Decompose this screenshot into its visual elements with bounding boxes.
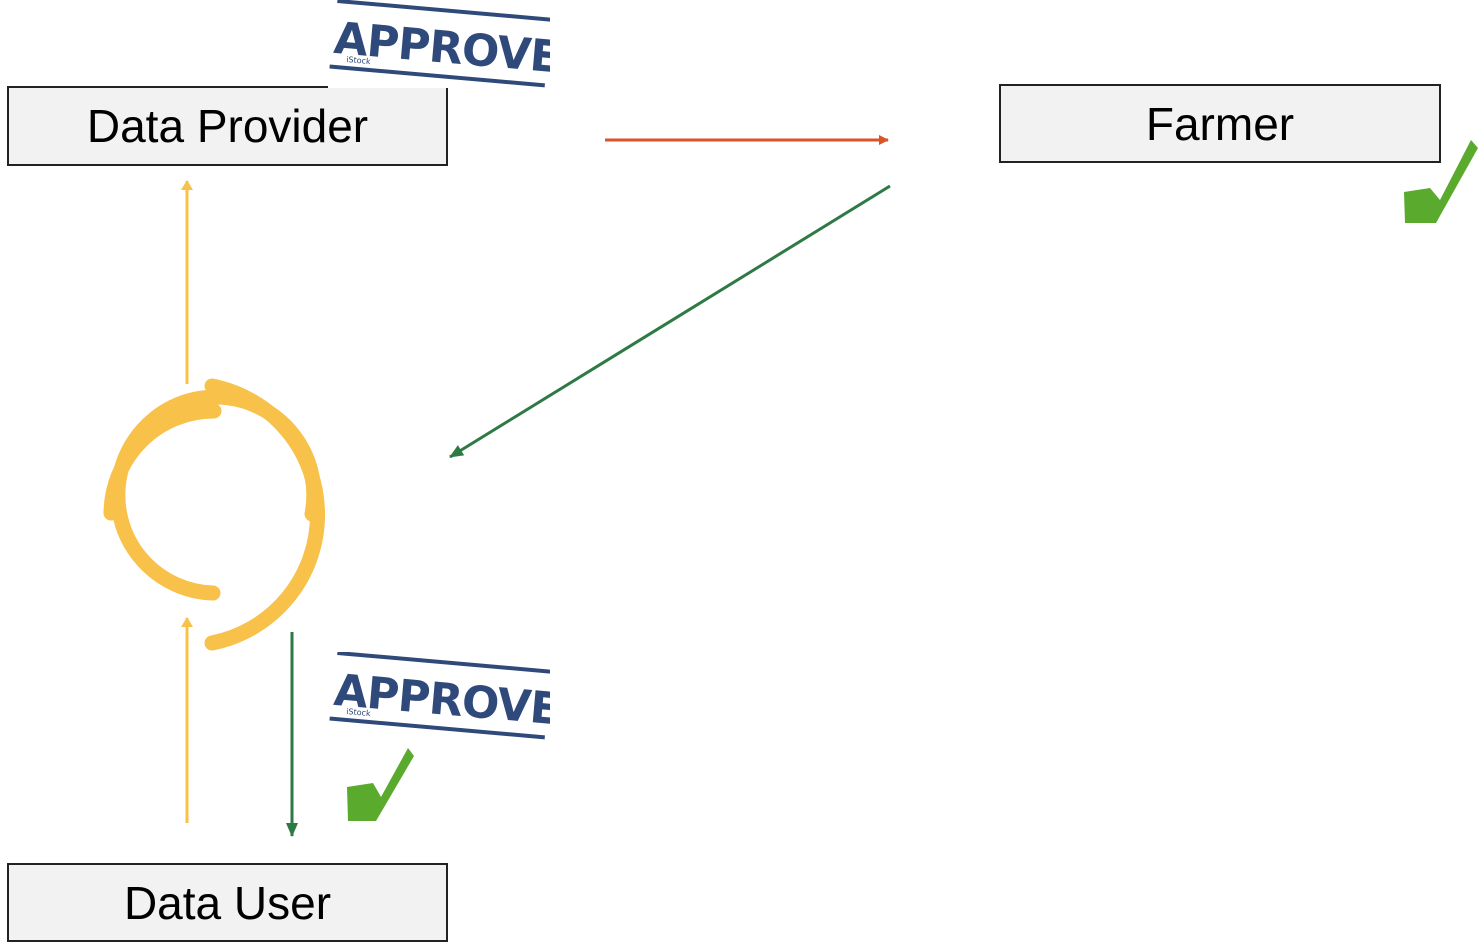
concentric-arcs-logo — [103, 378, 326, 651]
farmer-label: Farmer — [1145, 97, 1295, 150]
approved-stamp-bottom: APPROVED iStock — [328, 652, 550, 740]
data-provider-node: Data Provider — [7, 86, 448, 166]
checkmark-icon — [1404, 140, 1478, 223]
stamp-watermark: iStock — [346, 55, 371, 66]
data-provider-label: Data Provider — [86, 100, 369, 152]
approved-stamp-top: APPROVED iStock — [328, 0, 550, 88]
stamp-watermark: iStock — [346, 707, 371, 718]
arrow-farmer-to-logo — [449, 184, 891, 459]
logo-left-arc — [103, 403, 222, 521]
logo-outer-arc — [204, 378, 326, 651]
data-user-label: Data User — [123, 876, 332, 929]
checkmark-icon — [347, 748, 414, 821]
data-user-node: Data User — [7, 863, 448, 942]
logo-inner-arc — [110, 389, 322, 601]
farmer-node: Farmer — [999, 84, 1441, 163]
